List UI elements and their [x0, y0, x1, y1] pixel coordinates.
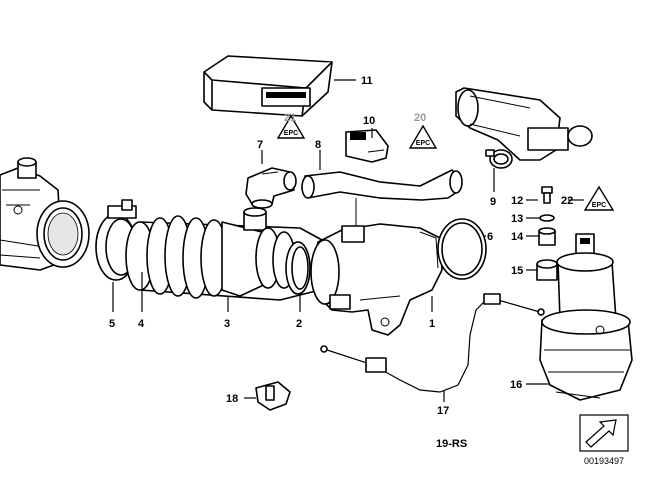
- svg-text:EPC: EPC: [592, 202, 606, 209]
- warning-triangle-icon: EPC: [583, 185, 615, 211]
- part-6-sealing-ring: [437, 218, 487, 280]
- part-14-grommet: [538, 227, 556, 246]
- part-7-elbow-hose: [245, 167, 297, 209]
- part-label-6: 6: [487, 231, 493, 243]
- part-2-sealing-ring: [285, 241, 311, 295]
- svg-text:EPC: EPC: [284, 130, 298, 137]
- part-label-21: 21: [284, 112, 296, 124]
- auxiliary-air-pump: [455, 87, 593, 161]
- part-18-clip: [255, 381, 291, 411]
- part-label-8: 8: [315, 139, 321, 151]
- part-8-breather-hose: [301, 169, 463, 226]
- part-label-15: 15: [511, 265, 523, 277]
- part-5-sealing-ring: [36, 200, 90, 268]
- part-label-10: 10: [363, 115, 375, 127]
- part-label-2: 2: [296, 318, 302, 330]
- part-label-3: 3: [224, 318, 230, 330]
- part-label-17: 17: [437, 405, 449, 417]
- part-label-5: 5: [109, 318, 115, 330]
- part-12-screw: [541, 186, 553, 204]
- part-label-9: 9: [490, 196, 496, 208]
- part-label-18: 18: [226, 393, 238, 405]
- part-label-11: 11: [361, 75, 373, 87]
- part-9-hose-clamp: [485, 149, 513, 169]
- part-label-20: 20: [414, 112, 426, 124]
- diagram-code: 19-RS: [436, 438, 467, 450]
- part-11-control-unit: [203, 55, 333, 117]
- part-15-rubber-mount: [536, 259, 558, 281]
- warning-triangle-icon: EPC: [276, 114, 306, 139]
- part-labels: 1 2 3 4 5 6 7 8 9 10 11 12 13 14 15 16 1…: [109, 75, 573, 417]
- part-10-sensor: [345, 129, 389, 163]
- part-label-22: 22: [561, 195, 573, 207]
- part-label-7: 7: [257, 139, 263, 151]
- part-13-washer: [539, 214, 555, 222]
- part-label-13: 13: [511, 213, 523, 225]
- part-3-intake-bellows: [125, 207, 323, 301]
- warning-triangle-icon: EPC: [408, 124, 438, 149]
- part-16-idle-actuator: [539, 233, 633, 401]
- part-1-intake-adapter: [310, 223, 443, 336]
- part-17-throttle-cable: [320, 293, 545, 393]
- svg-text:EPC: EPC: [416, 140, 430, 147]
- leader-lines: [112, 79, 584, 402]
- part-label-16: 16: [510, 379, 522, 391]
- part-label-4: 4: [138, 318, 145, 330]
- part-label-14: 14: [511, 231, 524, 243]
- part-label-1: 1: [429, 318, 435, 330]
- direction-arrow-icon: [579, 414, 629, 452]
- image-number: 00193497: [584, 456, 624, 466]
- part-label-12: 12: [511, 195, 523, 207]
